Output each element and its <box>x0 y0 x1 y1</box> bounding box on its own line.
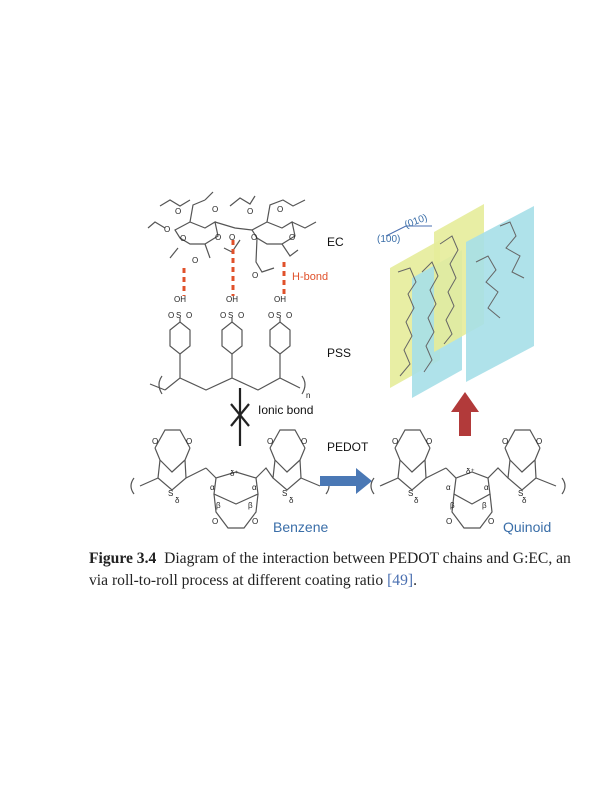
svg-text:S: S <box>276 311 281 320</box>
caption-line-2: via roll-to-roll process at different co… <box>89 570 594 592</box>
svg-text:S: S <box>228 311 233 320</box>
svg-text:O: O <box>502 437 508 446</box>
label-pedot: PEDOT <box>327 440 369 454</box>
svg-text:O: O <box>238 311 244 320</box>
stacked-chain-sheets <box>385 204 534 398</box>
svg-text:O: O <box>152 437 158 446</box>
pedot-benzenoid-structure <box>130 429 330 529</box>
svg-text:α: α <box>484 483 489 492</box>
caption-line-1: Figure 3.4 Diagram of the interaction be… <box>89 548 594 570</box>
svg-text:O: O <box>175 207 181 216</box>
svg-text:O: O <box>301 437 307 446</box>
svg-text:α: α <box>210 483 215 492</box>
svg-text:OH: OH <box>274 295 286 304</box>
pedot-quinoid-atoms: O O S O O S δ⁺ α α β β δ δ O O <box>392 437 542 526</box>
svg-text:O: O <box>267 437 273 446</box>
svg-text:O: O <box>289 233 295 242</box>
svg-text:δ: δ <box>522 496 527 505</box>
svg-text:δ⁺: δ⁺ <box>466 467 475 476</box>
label-miller-010: (010) <box>403 212 429 230</box>
svg-text:O: O <box>252 271 258 280</box>
pss-structure <box>149 318 306 395</box>
svg-text:O: O <box>286 311 292 320</box>
pedot-benzenoid-atoms: O O S O O S δ⁺ α α β β δ δ O O <box>152 437 307 526</box>
caption-text-1: Diagram of the interaction between PEDOT… <box>164 550 571 567</box>
svg-text:O: O <box>180 234 186 243</box>
svg-text:O: O <box>446 517 452 526</box>
label-ec: EC <box>327 235 344 249</box>
label-pss: PSS <box>327 346 351 360</box>
svg-text:β: β <box>216 501 221 510</box>
svg-text:O: O <box>268 311 274 320</box>
hbond-dashes <box>182 240 286 296</box>
caption-citation[interactable]: [49] <box>387 572 414 589</box>
label-miller-100: (100) <box>377 234 400 245</box>
caption-text-2: via roll-to-roll process at different co… <box>89 572 384 589</box>
svg-text:O: O <box>215 233 221 242</box>
svg-text:δ: δ <box>289 496 294 505</box>
label-hbond: H-bond <box>292 271 328 283</box>
svg-text:S: S <box>282 489 287 498</box>
svg-text:O: O <box>220 311 226 320</box>
svg-text:O: O <box>192 256 198 265</box>
svg-text:δ⁺: δ⁺ <box>230 469 239 478</box>
svg-text:O: O <box>536 437 542 446</box>
svg-text:OH: OH <box>226 295 238 304</box>
svg-text:O: O <box>426 437 432 446</box>
svg-text:O: O <box>168 311 174 320</box>
svg-text:S: S <box>168 489 173 498</box>
svg-text:β: β <box>450 501 455 510</box>
svg-text:O: O <box>277 205 283 214</box>
arrow-up <box>451 392 479 436</box>
arrow-right <box>320 468 372 494</box>
ec-structure <box>147 191 317 273</box>
svg-text:O: O <box>186 311 192 320</box>
label-benzene: Benzene <box>273 519 328 535</box>
svg-text:O: O <box>392 437 398 446</box>
caption-label: Figure 3.4 <box>89 550 157 567</box>
svg-text:O: O <box>229 233 235 242</box>
svg-text:O: O <box>252 517 258 526</box>
svg-text:O: O <box>488 517 494 526</box>
svg-text:S: S <box>408 489 413 498</box>
svg-text:O: O <box>164 225 170 234</box>
svg-text:δ: δ <box>175 496 180 505</box>
svg-text:α: α <box>446 483 451 492</box>
svg-text:OH: OH <box>174 295 186 304</box>
svg-text:n: n <box>306 391 310 400</box>
svg-text:O: O <box>247 207 253 216</box>
svg-text:S: S <box>176 311 181 320</box>
svg-text:δ: δ <box>414 496 419 505</box>
caption-end: . <box>413 572 417 589</box>
svg-text:S: S <box>518 489 523 498</box>
svg-text:O: O <box>251 233 257 242</box>
figure-caption: Figure 3.4 Diagram of the interaction be… <box>89 548 594 592</box>
svg-text:α: α <box>252 483 257 492</box>
svg-text:O: O <box>212 517 218 526</box>
label-ionic-bond: Ionic bond <box>258 403 313 417</box>
ionic-bond-mark <box>230 388 250 446</box>
svg-text:β: β <box>482 501 487 510</box>
svg-text:O: O <box>186 437 192 446</box>
pedot-quinoid-structure <box>370 429 566 529</box>
label-quinoid: Quinoid <box>503 519 551 535</box>
svg-text:β: β <box>248 501 253 510</box>
svg-text:O: O <box>212 205 218 214</box>
